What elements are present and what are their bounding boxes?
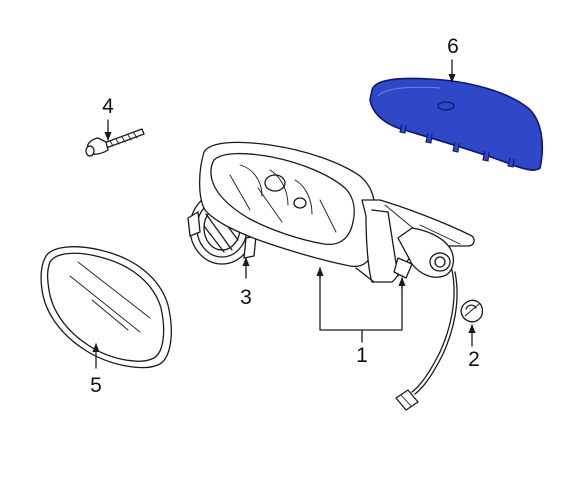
callout-5: 5 — [90, 374, 102, 397]
callout-4: 4 — [102, 95, 114, 118]
callout-2: 2 — [468, 348, 480, 371]
callout-1: 1 — [356, 344, 368, 367]
part-6-mirror-cover[interactable] — [369, 77, 544, 171]
part-5-mirror-glass[interactable] — [40, 246, 172, 369]
part-4-screw[interactable] — [85, 128, 145, 157]
part-2-clip[interactable] — [460, 299, 484, 323]
callout-6: 6 — [447, 35, 459, 58]
wiring-harness[interactable] — [393, 227, 458, 411]
cap-clips — [399, 123, 515, 168]
leader-lines — [92, 59, 476, 369]
callout-3: 3 — [240, 286, 252, 309]
